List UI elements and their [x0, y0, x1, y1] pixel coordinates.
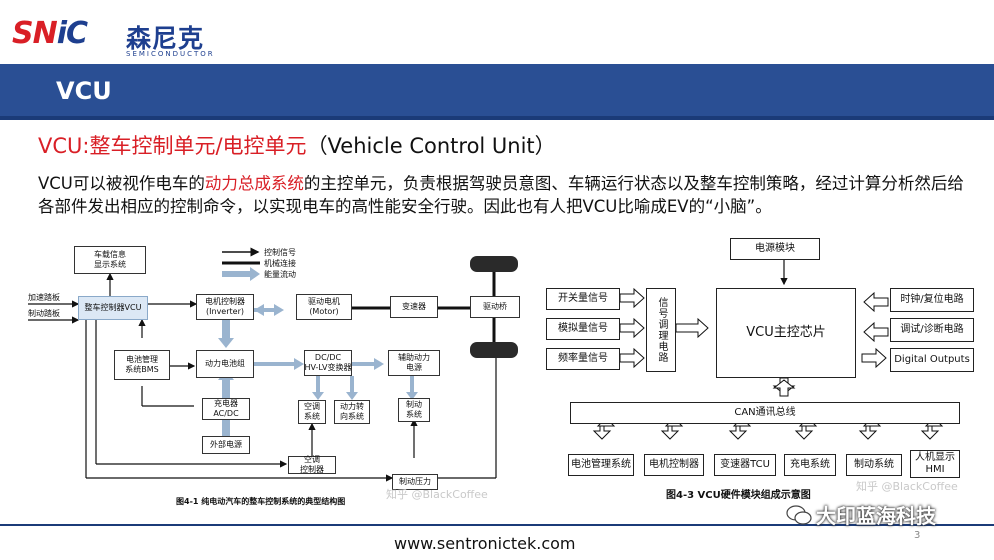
box-gearbox: 变速器	[390, 296, 438, 318]
box-ac-system: 空调 系统	[298, 400, 326, 424]
box-brake-pressure: 制动压力	[392, 474, 438, 490]
para-part-1: VCU可以被视作电车的	[38, 174, 205, 193]
slide-title: VCU	[56, 77, 112, 105]
logo-brand-part-b: iC	[56, 16, 88, 51]
legend-control-signal: 控制信号	[264, 248, 296, 257]
node-charging: 充电系统	[784, 454, 836, 476]
box-vcu-chip: VCU主控芯片	[716, 288, 856, 378]
logo-cn-name: 森尼克	[126, 24, 205, 53]
legend-energy-flow: 能量流动	[264, 270, 296, 279]
footer-divider	[0, 524, 994, 526]
box-signal-conditioning: 信号调理电路	[646, 288, 676, 372]
box-analog-signal: 模拟量信号	[546, 318, 620, 340]
legend-mechanical: 机械连接	[264, 259, 296, 268]
node-hmi: 人机显示 HMI	[910, 450, 960, 478]
heading-highlight: VCU:整车控制单元/电控单元	[38, 134, 307, 158]
footer-website-link[interactable]: www.sentronictek.com	[394, 534, 576, 553]
company-logo: SNiC 森尼克 SEMICONDUCTOR	[8, 14, 268, 58]
box-power-steering: 动力转 向系统	[334, 400, 370, 424]
box-brake-system: 制动 系统	[398, 398, 430, 422]
logo-brand-part-a: SN	[12, 16, 58, 51]
page-number: 3	[914, 530, 921, 541]
box-frequency-signal: 频率量信号	[546, 348, 620, 370]
box-dcdc: DC/DC HV-LV变换器	[304, 350, 352, 376]
vcu-hardware-module-diagram: 电源模块 开关量信号 模拟量信号 频率量信号 信号调理电路 VCU主控芯片 时钟…	[540, 230, 990, 510]
box-vcu: 整车控制器VCU	[78, 296, 148, 320]
para-highlight: 动力总成系统	[204, 174, 304, 193]
diagram1-watermark: 知乎 @BlackCoffee	[386, 488, 488, 501]
diagram2-caption: 图4-3 VCU硬件模块组成示意图	[666, 490, 811, 501]
node-bms: 电池管理系统	[568, 454, 634, 476]
box-motor-controller: 电机控制器 (Inverter)	[196, 294, 254, 320]
title-band: VCU	[0, 64, 994, 120]
box-external-power: 外部电源	[202, 436, 250, 454]
node-tcu: 变速器TCU	[714, 454, 776, 476]
wheel-bottom	[470, 342, 518, 358]
box-display-system: 车载信息 显示系统	[74, 246, 146, 274]
box-can-bus: CAN通讯总线	[570, 402, 960, 424]
section-heading: VCU:整车控制单元/电控单元（Vehicle Control Unit）	[38, 130, 556, 160]
input-brake-pedal: 制动踏板	[28, 309, 60, 318]
box-drive-motor: 驱动电机 (Motor)	[296, 294, 352, 320]
wheel-top	[470, 256, 518, 272]
box-power-module: 电源模块	[730, 238, 820, 260]
wechat-account-name: 大印蓝海科技	[816, 504, 936, 528]
box-ac-controller: 空调 控制器	[288, 455, 336, 474]
box-bms: 电池管理 系统BMS	[114, 350, 170, 380]
heading-rest: （Vehicle Control Unit）	[306, 134, 556, 158]
wechat-icon	[786, 505, 812, 525]
box-drive-axle: 驱动桥	[470, 296, 520, 318]
signal-conditioning-label: 信号调理电路	[656, 297, 667, 363]
vehicle-control-structure-diagram: 控制信号 机械连接 能量流动 加速踏板 制动踏板 车载信息 显示系统 整车控制器…	[26, 238, 536, 508]
box-clock-reset: 时钟/复位电路	[890, 288, 974, 312]
box-digital-outputs: Digital Outputs	[890, 348, 974, 372]
diagram1-caption: 图4-1 纯电动汽车的整车控制系统的典型结构图	[176, 497, 346, 506]
box-debug-diagnostic: 调试/诊断电路	[890, 318, 974, 342]
node-brake: 制动系统	[846, 454, 902, 476]
logo-brand-mark: SNiC	[12, 16, 88, 51]
box-battery-pack: 动力电池组	[196, 350, 254, 378]
diagram2-watermark: 知乎 @BlackCoffee	[856, 480, 958, 493]
logo-subtitle: SEMICONDUCTOR	[126, 50, 215, 58]
box-charger: 充电器 AC/DC	[202, 398, 250, 420]
box-switch-signal: 开关量信号	[546, 288, 620, 310]
box-aux-power: 辅助动力 电源	[388, 350, 440, 376]
para-part-2: 的主控单元，负责根据驾驶员意图、车辆运行状态以及整车控制策略，经过计算分析然后给…	[38, 174, 964, 216]
node-motor-controller: 电机控制器	[644, 454, 704, 476]
description-paragraph: VCU可以被视作电车的动力总成系统的主控单元，负责根据驾驶员意图、车辆运行状态以…	[38, 172, 968, 218]
input-accelerator: 加速踏板	[28, 293, 60, 302]
